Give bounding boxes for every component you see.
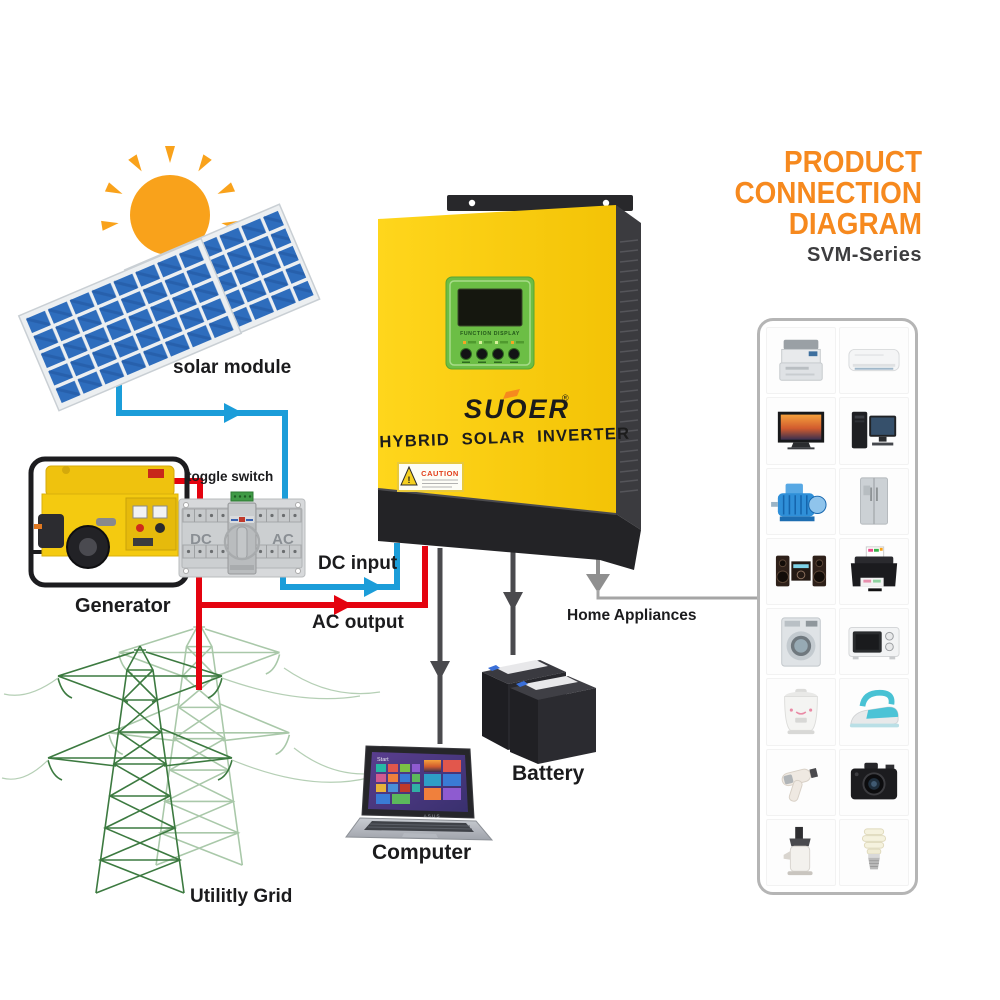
home-appliances-panel (757, 318, 918, 895)
refrigerator-icon (860, 477, 888, 525)
title-line-2: CONNECTION (734, 175, 922, 210)
toggle-switch-label: toggle switch (187, 469, 274, 484)
stereo-system-icon (775, 555, 827, 587)
page-header: PRODUCT CONNECTION DIAGRAM SVM-Series (642, 146, 922, 267)
laptop-start-label: Start (377, 757, 389, 763)
dc-arrow-icon (224, 403, 243, 423)
appliance-hair-dryer (766, 748, 836, 816)
hair-dryer-icon (781, 768, 819, 802)
solar-module-label: solar module (173, 357, 292, 378)
ac-output-arrow-icon (334, 595, 353, 615)
dc-input-label: DC input (318, 553, 398, 574)
appliance-electric-motor (766, 467, 836, 535)
inverter-side-panel (616, 205, 641, 530)
inverter-brand: SUOER (464, 394, 570, 424)
inverter-brand-trademark: ® (562, 393, 569, 403)
dc-input-line-switch-to-inverter (280, 543, 400, 597)
inverter-display-panel: FUNCTION DISPLAY (445, 276, 535, 370)
air-conditioner-icon (848, 348, 900, 371)
title-line-1: PRODUCT (784, 144, 922, 179)
dc-input-arrow-icon (364, 577, 383, 597)
appliance-digital-camera (839, 748, 909, 816)
ac-output-label: AC output (312, 612, 404, 633)
home-appliances-label: Home Appliances (567, 607, 697, 624)
battery-line (503, 552, 523, 655)
solar-panel-left (17, 237, 243, 412)
generator-label: Generator (75, 595, 171, 617)
appliance-clothes-iron (839, 678, 909, 746)
microwave-oven-icon (848, 626, 900, 659)
laptop-screen-tiles (376, 760, 461, 804)
brand-accent-icon (503, 389, 520, 399)
utility-grid-label: Utilitly Grid (190, 886, 293, 907)
tv-icon (777, 411, 825, 450)
juicer-icon (783, 827, 813, 876)
laptop-illustration: Start ASUS (345, 745, 494, 841)
inverter-buttons (460, 348, 520, 363)
laptop-brand-label: ASUS (423, 814, 440, 820)
switch-terminal-block (230, 491, 254, 502)
appliance-air-conditioner (839, 327, 909, 395)
rice-cooker-icon (784, 688, 818, 735)
battery-illustration (482, 660, 596, 764)
dc-line-solar-to-switch (116, 368, 288, 499)
clothes-iron-icon (849, 689, 900, 728)
battery-label: Battery (512, 762, 585, 785)
appliance-energy-saving-bulb (839, 818, 909, 886)
inverter-bottom-section (378, 489, 641, 570)
inkjet-printer-icon (850, 546, 898, 592)
electric-motor-icon (771, 483, 827, 522)
computer-label: Computer (372, 841, 472, 864)
appliance-microwave-oven (839, 608, 909, 676)
inverter-lcd-screen (457, 288, 523, 327)
appliance-tv (766, 397, 836, 465)
switch-ac-marking: AC (272, 531, 294, 548)
appliance-desktop-computer (839, 397, 909, 465)
appliance-juicer (766, 818, 836, 886)
title-line-3: DIAGRAM (788, 206, 922, 241)
caution-sticker: ! CAUTION (397, 462, 464, 492)
series-subtitle: SVM-Series (806, 244, 922, 266)
appliance-rice-cooker (766, 678, 836, 746)
digital-camera-icon (850, 762, 898, 800)
inverter-illustration: FUNCTION DISPLAY SUOER ® HYBRID SOLAR IN… (377, 195, 641, 570)
appliance-washing-machine (766, 608, 836, 676)
desktop-computer-icon (851, 411, 897, 449)
washing-machine-icon (781, 617, 821, 667)
caution-exclamation-icon: ! (408, 475, 411, 485)
appliance-copier (766, 327, 836, 395)
home-appliance-arrow-icon (586, 574, 610, 593)
appliance-inkjet-printer (839, 537, 909, 605)
inverter-display-title: FUNCTION DISPLAY (460, 331, 520, 337)
appliance-refrigerator (839, 467, 909, 535)
inverter-led-indicators (463, 341, 524, 344)
generator-illustration (28, 456, 190, 588)
battery-arrow-icon (503, 592, 523, 611)
copier-icon (779, 339, 823, 381)
switch-knob-handle (236, 526, 248, 560)
computer-line (430, 548, 450, 744)
caution-label: CAUTION (421, 469, 459, 478)
switch-dc-marking: DC (190, 531, 212, 548)
energy-saving-bulb-icon (861, 828, 887, 870)
ac-output-line-and-grid-line (196, 546, 428, 690)
computer-arrow-icon (430, 661, 450, 680)
appliance-stereo-system (766, 537, 836, 605)
toggle-switch-illustration: DC AC (178, 491, 306, 578)
